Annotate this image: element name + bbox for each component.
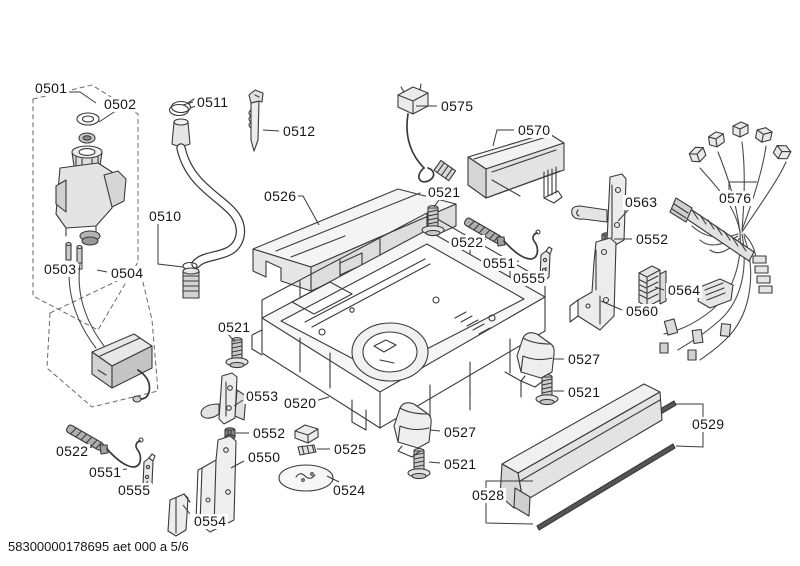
control-module [467, 132, 565, 204]
leader-line-c0529 [675, 403, 704, 448]
leader-line-c0522a [475, 238, 487, 243]
inlet-hose [171, 118, 246, 299]
bracket-0560 [569, 237, 617, 331]
bracket-0553 [200, 372, 247, 425]
power-cord [397, 83, 457, 183]
assembly-boundary-0501 [32, 84, 139, 331]
screw-0521-left [225, 337, 249, 369]
screw-0521-bottom [407, 448, 431, 480]
leader-line-c0524 [326, 475, 340, 483]
drip-spike [248, 89, 264, 152]
leader-line-c0512 [262, 129, 280, 132]
leader-line-c0551b [108, 468, 128, 472]
bracket-0563 [571, 173, 627, 259]
leader-line-c0522b [77, 446, 93, 452]
leader-line-c0560 [600, 300, 623, 311]
leader-line-c0553 [233, 399, 244, 407]
plinth-panel-0528 [499, 383, 663, 517]
document-number: 58300000178695 aet 000 a 5/6 [8, 539, 189, 554]
small-parts-0525 [294, 424, 319, 456]
wiring-harness [659, 121, 793, 361]
leader-line-c0502 [98, 109, 118, 123]
pin-0522-left [64, 423, 106, 453]
clip-0555-center [539, 246, 553, 282]
leader-line-c0520 [307, 396, 330, 404]
leader-line-c0570 [492, 129, 514, 147]
bracket-0550 [195, 435, 237, 533]
leader-line-c0554 [182, 504, 191, 515]
cover-0554 [167, 493, 191, 537]
screw-0521-right [535, 374, 559, 406]
sensor-cable-0551-left [99, 437, 144, 468]
leader-line-c0527a [429, 429, 441, 432]
leader-line-c0526 [290, 195, 320, 226]
leader-line-c0564 [654, 286, 665, 291]
terminal-block-0564 [638, 265, 667, 308]
hose-clamp [168, 98, 197, 117]
aquastop-valve-assembly [55, 112, 127, 264]
flow-sensor-and-cable [68, 261, 153, 403]
sensor-cable-0551-center [496, 229, 541, 260]
leader-line-c0511 [182, 101, 194, 106]
leader-line-c0510 [157, 224, 184, 268]
leader-line-c0563 [617, 207, 631, 222]
leader-line-c0521c [428, 461, 441, 464]
leader-line-c0504 [96, 269, 108, 273]
leader-line-c0576 [728, 181, 757, 190]
leader-line-c0550 [230, 460, 245, 469]
clip-0555-left [142, 453, 156, 489]
foot-0527-bottom [393, 402, 432, 458]
leader-line-c0501 [63, 91, 97, 104]
damping-disc-0524 [278, 464, 334, 492]
base-assembly [251, 212, 546, 431]
